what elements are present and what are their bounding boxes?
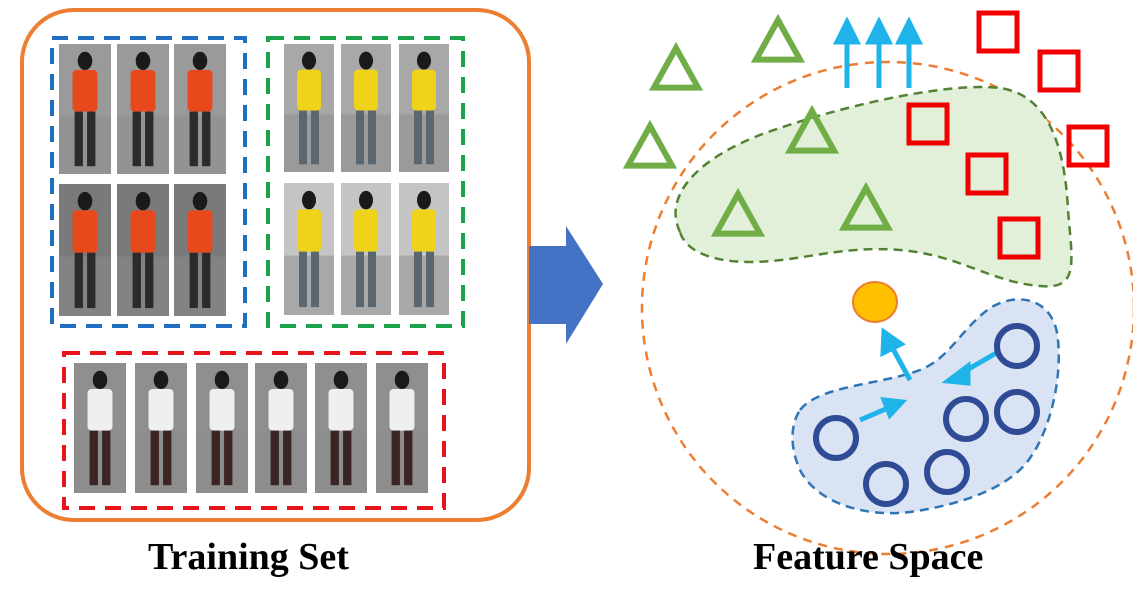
circle-points xyxy=(813,323,1040,507)
person-image xyxy=(117,184,169,316)
person-image xyxy=(135,363,187,493)
person-image xyxy=(174,44,226,174)
person-image xyxy=(341,44,391,172)
query-point xyxy=(852,281,898,323)
square-point xyxy=(1066,124,1110,168)
square-points xyxy=(906,10,1110,260)
person-image xyxy=(284,183,334,315)
triangle-point xyxy=(648,41,704,91)
pull-arrows xyxy=(859,327,1000,423)
triangle-point xyxy=(710,187,766,237)
person-image xyxy=(74,363,126,493)
transform-arrow xyxy=(529,226,603,344)
training-set-caption: Training Set xyxy=(148,536,349,578)
person-image xyxy=(284,44,334,172)
circle-point xyxy=(943,396,989,442)
red-identity-images xyxy=(74,363,428,493)
square-point xyxy=(997,216,1041,260)
circle-point xyxy=(924,449,970,495)
blue-identity-box xyxy=(50,36,247,328)
blue-identity-images xyxy=(59,44,226,316)
upward-arrows xyxy=(832,16,924,88)
square-point xyxy=(906,102,950,146)
square-point xyxy=(1037,49,1081,93)
feature-space-boundary xyxy=(640,60,1133,556)
person-image xyxy=(341,183,391,315)
person-image xyxy=(174,184,226,316)
triangle-point xyxy=(622,119,678,169)
person-image xyxy=(255,363,307,493)
square-point xyxy=(976,10,1020,54)
person-image xyxy=(196,363,248,493)
square-point xyxy=(965,152,1009,196)
circle-point xyxy=(813,415,859,461)
triangle-point xyxy=(838,181,894,231)
person-image xyxy=(376,363,428,493)
person-image xyxy=(59,44,111,174)
person-image xyxy=(117,44,169,174)
blue-cluster-region xyxy=(791,298,1060,515)
triangle-point xyxy=(784,104,840,154)
red-identity-box xyxy=(62,351,446,510)
circle-point xyxy=(994,323,1040,369)
circle-point xyxy=(994,389,1040,435)
feature-space-caption: Feature Space xyxy=(753,536,984,578)
person-image xyxy=(315,363,367,493)
triangle-point xyxy=(750,13,806,63)
person-image xyxy=(59,184,111,316)
green-cluster-region xyxy=(674,85,1073,288)
person-image xyxy=(399,44,449,172)
green-identity-images xyxy=(284,44,449,315)
person-image xyxy=(399,183,449,315)
triangle-points xyxy=(622,13,894,237)
circle-point xyxy=(863,461,909,507)
green-identity-box xyxy=(266,36,465,328)
